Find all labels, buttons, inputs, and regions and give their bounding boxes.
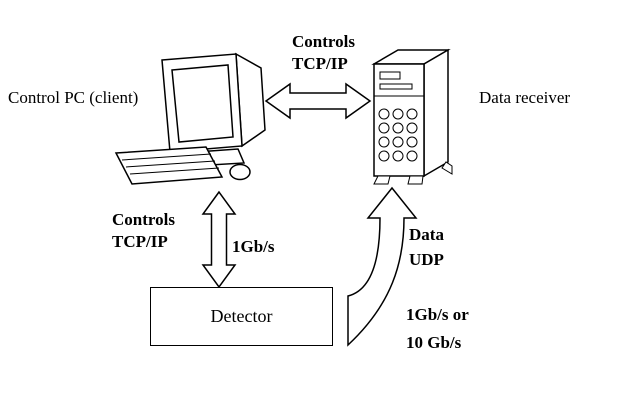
tower-side-face (423, 48, 449, 178)
tower-keypad-buttons (378, 108, 418, 162)
tower-display-slot (379, 71, 401, 80)
data-receiver-label: Data receiver (479, 88, 571, 107)
pc-receiver-protocol-line1: Controls (292, 32, 355, 51)
desktop-computer-icon (114, 52, 266, 185)
detector-receiver-rate-line2: 10 Gb/s (406, 333, 462, 352)
detector-receiver-link-label: Data UDP (409, 222, 444, 272)
pc-detector-link-label: Controls TCP/IP (112, 209, 175, 253)
pc-detector-protocol-line1: Controls (112, 210, 175, 229)
detector-receiver-rate-label: 1Gb/s or 10 Gb/s (406, 301, 469, 357)
detector-receiver-protocol-line2: UDP (409, 250, 444, 269)
detector-box: Detector (150, 287, 333, 346)
arrow-pc-receiver (264, 82, 372, 120)
server-tower-icon (371, 48, 453, 185)
pc-detector-rate-label: 1Gb/s (232, 237, 275, 256)
detector-receiver-rate-line1: 1Gb/s or (406, 305, 469, 324)
pc-detector-protocol-line2: TCP/IP (112, 232, 168, 251)
mouse-icon (229, 163, 251, 181)
arrow-pc-detector (201, 190, 237, 289)
detector-receiver-protocol-line1: Data (409, 225, 444, 244)
monitor-icon (161, 52, 266, 167)
pc-receiver-protocol-line2: TCP/IP (292, 54, 348, 73)
detector-label: Detector (210, 306, 273, 326)
keyboard-icon (114, 146, 224, 185)
arrow-detector-receiver (347, 186, 418, 347)
pc-receiver-link-label: Controls TCP/IP (292, 31, 355, 75)
tower-drive-slot (379, 83, 413, 90)
control-pc-label: Control PC (client) (8, 88, 139, 107)
tower-feet (373, 161, 453, 185)
